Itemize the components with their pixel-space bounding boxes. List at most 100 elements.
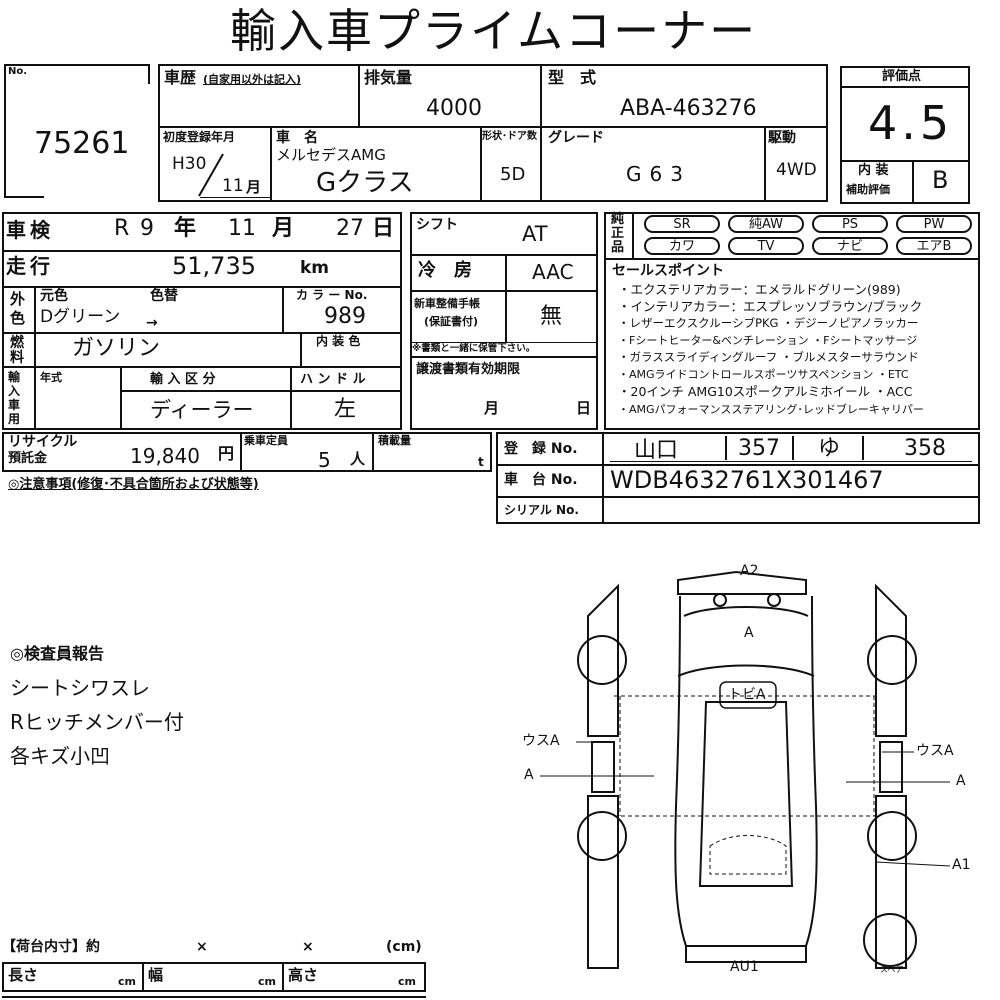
capacity-unit: 人 (350, 450, 366, 468)
sales-point-line: ・AMGライドコントロールスポーツサスペンション ・ETC (618, 368, 909, 381)
car-maker: メルセデスAMG (276, 146, 386, 164)
orig-color-label: 元色 (40, 288, 68, 304)
cargo-x1: × (196, 939, 208, 955)
displacement-value: 4000 (426, 96, 482, 121)
recycle-label-2: 預託金 (8, 451, 48, 466)
shift-value: AT (522, 222, 548, 246)
chassis-value: WDB4632761X301467 (610, 466, 884, 494)
fuel-value: ガソリン (72, 336, 161, 361)
sales-point-line: ・20インチ AMG10スポークアルミホイール ・ACC (618, 384, 913, 399)
transfer-label: 譲渡書類有効期限 (416, 362, 521, 377)
notes-header: ◎注意事項(修復･不具合箇所および状態等) (8, 477, 259, 492)
first-reg-era: H30 (172, 154, 207, 174)
color-no-label: カ ラ ー No. (296, 288, 368, 302)
displacement-label: 排気量 (364, 68, 413, 87)
interior-label-1: 内 装 (858, 163, 889, 178)
inspection-year: 9 (140, 216, 154, 241)
aircon-value: AAC (532, 260, 574, 284)
inspector-line: シートシワスレ (10, 676, 150, 700)
lot-number: 75261 (34, 126, 130, 161)
page-title: 輸入車プライムコーナー (230, 4, 758, 58)
rating-box (840, 66, 970, 204)
recycle-block (2, 432, 492, 472)
sales-point-line: ・ガラススライディングルーフ ・ブルメスターサラウンド (618, 350, 919, 364)
spec-block (158, 64, 828, 202)
inspection-month-unit: 月 (272, 216, 295, 241)
recycle-unit: 円 (218, 444, 235, 463)
diagram-label-right-upper: ウスA (916, 743, 954, 759)
doors-value: 5D (500, 164, 526, 185)
diagram-label-roof: トビA (728, 687, 766, 703)
inspector-line: 各キズ小凹 (10, 744, 110, 768)
color-label-1: 外 (10, 290, 26, 308)
handle-label: ハ ン ド ル (300, 372, 366, 387)
rating-label: 評価点 (882, 69, 922, 84)
interior-label-2: 補助評価 (846, 183, 890, 196)
capacity-value: 5 (318, 448, 331, 472)
load-unit: t (478, 455, 484, 469)
warranty-note: ※書類と一緒に保管下さい。 (412, 343, 536, 354)
registration-label: 登 録 No. (504, 441, 578, 457)
first-reg-month-unit: 月 (246, 178, 262, 196)
history-note: (自家用以外は記入) (203, 73, 302, 86)
import-label: 輸入車用 (8, 370, 21, 426)
shift-block (410, 212, 598, 430)
shift-label: シフト (416, 217, 458, 233)
cargo-x2: × (302, 939, 314, 955)
color-arrow: → (146, 315, 158, 331)
mileage-label: 走行 (6, 254, 54, 278)
color-label-2: 色 (10, 309, 26, 327)
inspection-year-unit: 年 (174, 216, 197, 241)
inspection-month: 11 (228, 216, 256, 241)
interior-color-label: 内 装 色 (316, 334, 361, 348)
car-damage-diagram (540, 570, 951, 969)
import-year-label: 年式 (40, 371, 62, 384)
lot-box: No. 75261 (4, 64, 150, 198)
model-value: ABA-463276 (620, 96, 757, 121)
diagram-label-a2: A2 (740, 563, 759, 579)
transfer-day-unit: 日 (576, 399, 592, 417)
equip-pw: PW (896, 215, 972, 233)
registration-block (496, 432, 980, 524)
inspector-header: ◎検査員報告 (10, 644, 104, 663)
orig-color-value: Dグリーン (40, 307, 121, 327)
warranty-label-2: (保証書付) (424, 315, 479, 328)
grade-value: G63 (626, 162, 691, 186)
equipment-block (604, 212, 980, 430)
aircon-label: 冷 房 (418, 260, 472, 281)
cargo-width-label: 幅 (148, 966, 164, 984)
inspector-line: Rヒッチメンバー付 (10, 710, 184, 734)
registration-number: 358 (904, 436, 946, 461)
registration-class: 357 (738, 436, 780, 461)
change-color-label: 色替 (150, 288, 178, 304)
color-no-value: 989 (324, 304, 366, 329)
inspection-era: R (114, 216, 130, 241)
diagram-label-spare: スペア (880, 965, 904, 974)
sales-point-label: セールスポイント (612, 263, 724, 279)
sales-point-line: ・エクステリアカラー：エメラルドグリーン(989) (618, 282, 901, 297)
first-reg-slash (198, 153, 224, 197)
fuel-label-2: 料 (10, 350, 24, 366)
warranty-value: 無 (540, 304, 563, 329)
warranty-label-1: 新車整備手帳 (414, 297, 480, 310)
handle-value: 左 (334, 397, 357, 422)
equipment-label-2: 正 (611, 226, 625, 241)
load-label: 積載量 (378, 434, 411, 447)
chassis-label: 車 台 No. (504, 472, 578, 488)
first-reg-label: 初度登録年月 (163, 130, 236, 144)
history-label: 車歴 (164, 68, 197, 87)
sales-point-line: ・Fシートヒーター&ベンチレーション ・Fシートマッサージ (618, 334, 918, 347)
interior-score: B (932, 166, 949, 194)
serial-label: シリアル No. (504, 503, 579, 517)
equip-airbag: エアB (896, 237, 972, 255)
drive-label: 駆動 (768, 130, 796, 146)
inspection-label: 車検 (6, 218, 54, 242)
model-label: 型 式 (548, 68, 597, 87)
fuel-label-1: 燃 (10, 335, 24, 351)
cargo-header: 【荷台内寸】約 (2, 939, 100, 955)
grade-label: グレード (548, 130, 604, 146)
equip-ps: PS (812, 215, 888, 233)
left-info-block (2, 212, 402, 430)
recycle-label-1: リサイクル (8, 434, 78, 450)
equipment-label-1: 純 (611, 212, 625, 227)
